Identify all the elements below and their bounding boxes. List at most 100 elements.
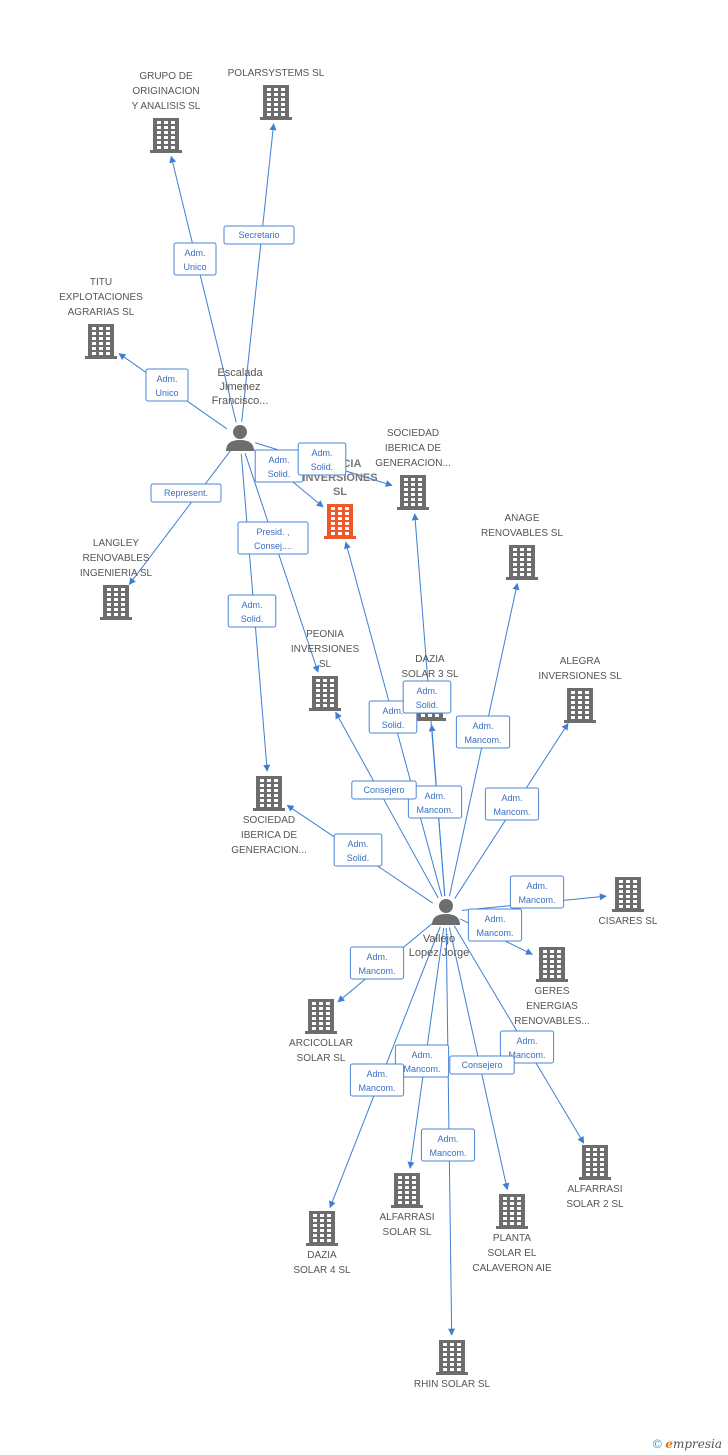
relation-text: Adm. [484,914,505,924]
company-label-anage: RENOVABLES SL [481,528,564,539]
relation-text: Adm. [416,686,437,696]
relation-label-p1-peonia[interactable]: Presid. ,Consej.... [237,521,309,555]
relation-label-p1-sig2[interactable]: Adm.Solid. [227,594,277,628]
company-label-sig1: SOCIEDAD [387,428,439,439]
relation-text: Mancom. [464,735,501,745]
relation-label-p2-dazia3[interactable]: Adm. Mancom. [407,785,463,819]
relation-text: Adm. [424,791,445,801]
relation-label-p1-polar[interactable]: Secretario [223,225,295,245]
relation-label-p2-sig1[interactable]: Adm.Solid. [402,680,452,714]
relation-text: Adm. [366,952,387,962]
company-label-dazia4: DAZIA [307,1250,337,1261]
company-label-polar: POLARSYSTEMS SL [228,68,325,79]
relation-text: Adm. [366,1069,387,1079]
relation-text: Adm. [526,881,547,891]
building-icon-titu[interactable] [85,324,117,359]
company-label-peonia: SL [319,659,332,670]
building-icon-acacia[interactable] [324,504,356,539]
building-icon-dazia4[interactable] [306,1211,338,1246]
edges-layer [118,123,607,1336]
company-label-dazia3: DAZIA [415,654,445,665]
relation-text: Solid. [347,853,370,863]
building-icon-alfarrasi[interactable] [391,1173,423,1208]
relation-text: Adm. [184,248,205,258]
person-icon-p1[interactable] [226,425,254,451]
company-label-alegra: ALEGRA [560,656,601,667]
company-label-peonia: PEONIA [306,629,344,640]
relation-label-p1-acacia[interactable]: Adm.Solid. [254,449,304,483]
relation-text: Mancom. [518,895,555,905]
relation-label-p2-anage[interactable]: Adm. Mancom. [455,715,511,749]
person-icon-p2[interactable] [432,899,460,925]
building-icon-alegra[interactable] [564,688,596,723]
relation-label-p2-rhin[interactable]: Adm.Mancom. [420,1128,476,1162]
relation-label-p2-sig2[interactable]: Adm. Solid. [333,833,383,867]
company-label-sig1: IBERICA DE [385,443,441,454]
company-label-dazia3: SOLAR 3 SL [401,669,459,680]
relation-label-p2-peonia[interactable]: Consejero [351,780,417,800]
relation-label-p1-sig1[interactable]: Adm.Solid. [297,442,347,476]
relation-text: Mancom. [416,805,453,815]
building-icon-planta[interactable] [496,1194,528,1229]
relation-label-p1-langley[interactable]: Represent. [150,483,222,503]
relation-label-p2-alfarrasi[interactable]: Adm. Mancom. [394,1044,450,1078]
relation-text: Consejero [363,785,404,795]
relation-text: Mancom. [476,928,513,938]
building-icon-sig2[interactable] [253,776,285,811]
building-icon-grupo[interactable] [150,118,182,153]
relation-text: Secretario [238,230,279,240]
relation-text: Adm. [437,1134,458,1144]
relation-text: Mancom. [493,807,530,817]
relation-text: Adm. [311,448,332,458]
building-icon-langley[interactable] [100,585,132,620]
relation-label-p2-arcicollar[interactable]: Adm.Mancom. [349,946,405,980]
building-icon-polar[interactable] [260,85,292,120]
company-label-sig2: SOCIEDAD [243,815,295,826]
company-label-titu: AGRARIAS SL [68,307,135,318]
edge-p1-peonia [244,453,320,673]
company-label-sig1: GENERACION... [375,458,451,469]
company-label-titu: TITU [90,277,112,288]
relation-label-p2-geres[interactable]: Adm. Mancom. [467,908,523,942]
relation-text: Adm. [516,1036,537,1046]
relation-text: Adm. [382,706,403,716]
company-label-alfarrasi: SOLAR SL [383,1227,432,1238]
building-icon-geres[interactable] [536,947,568,982]
relation-text: Mancom. [403,1064,440,1074]
company-label-dazia4: SOLAR 4 SL [293,1265,351,1276]
edge-p2-peonia [335,711,439,899]
relation-labels-layer: Adm.UnicoSecretarioAdm.UnicoAdm.Solid.Ad… [145,225,565,1162]
relation-label-p2-alfarrasi2[interactable]: Adm. Mancom. [499,1030,555,1064]
company-label-arcicollar: ARCICOLLAR [289,1038,353,1049]
relation-label-p1-titu[interactable]: Adm. Unico [145,368,189,402]
relation-text: Adm. [156,374,177,384]
relation-label-p2-cisares[interactable]: Adm. Mancom. [509,875,565,909]
relation-label-p2-alegra[interactable]: Adm.Mancom. [484,787,540,821]
building-icon-sig1[interactable] [397,475,429,510]
company-label-anage: ANAGE [504,513,539,524]
relation-text: Solid. [268,469,291,479]
company-label-peonia: INVERSIONES [291,644,360,655]
building-icon-peonia[interactable] [309,676,341,711]
company-label-langley: INGENIERIA SL [80,568,153,579]
relation-text: Mancom. [508,1050,545,1060]
person-label-p2: Lopez Jorge [409,947,470,959]
company-label-planta: CALAVERON AIE [472,1263,552,1274]
building-icon-arcicollar[interactable] [305,999,337,1034]
relation-label-p1-grupo[interactable]: Adm.Unico [173,242,217,276]
relation-text: Adm. [472,721,493,731]
relation-text: Unico [155,388,178,398]
building-icon-rhin[interactable] [436,1340,468,1375]
building-icon-anage[interactable] [506,545,538,580]
relation-text: Adm. [347,839,368,849]
company-label-grupo: ORIGINACION [132,86,199,97]
building-icon-alfarrasi2[interactable] [579,1145,611,1180]
company-label-rhin: RHIN SOLAR SL [414,1379,491,1390]
company-label-sig2: IBERICA DE [241,830,297,841]
relation-label-p2-planta[interactable]: Consejero [449,1055,515,1075]
relation-text: Consej.... [254,541,292,551]
building-icon-cisares[interactable] [612,877,644,912]
relation-label-p2-dazia4[interactable]: Adm.Mancom. [349,1063,405,1097]
company-label-alfarrasi2: ALFARRASI [567,1184,622,1195]
relation-text: Adm. [411,1050,432,1060]
